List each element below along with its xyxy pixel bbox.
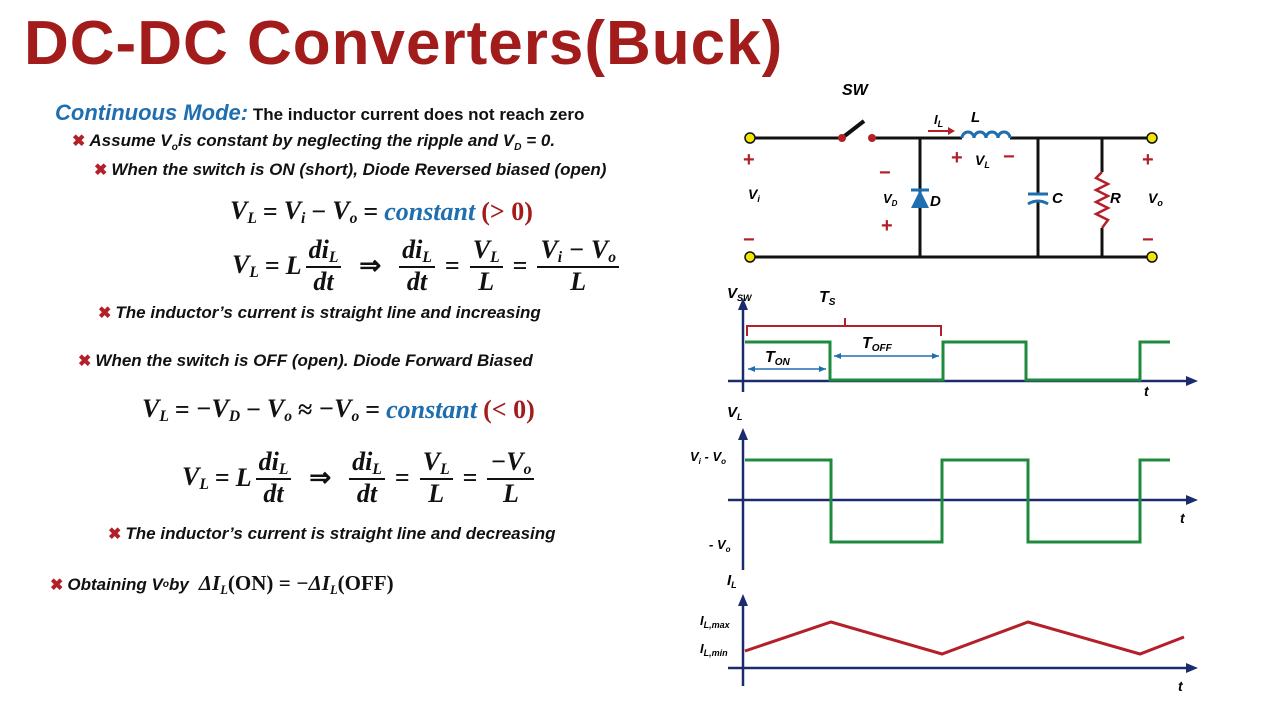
vo-label: Vo (1148, 190, 1163, 208)
vsw-waveform (728, 298, 1198, 392)
vi-label: Vi (748, 186, 760, 204)
vsw-trace (745, 340, 1170, 382)
cross-bullet-icon: ✖ (72, 133, 86, 150)
resistor-label: R (1110, 190, 1121, 207)
bullet-switch-off: ✖When the switch is OFF (open). Diode Fo… (78, 351, 533, 371)
bullet-increasing: ✖The inductor’s current is straight line… (98, 303, 541, 323)
capacitor-label: C (1052, 190, 1064, 207)
vl-plus: + (951, 147, 963, 169)
t-axis-label: t (1144, 383, 1150, 399)
vi-plus: + (743, 149, 755, 171)
vd-label: VD (883, 191, 898, 208)
inductor-icon (960, 130, 1012, 139)
bullet-text: When the switch is ON (short), Diode Rev… (111, 160, 607, 179)
buck-circuit (750, 119, 1152, 259)
constant-text: constant (386, 395, 478, 424)
vi-minus: − (743, 229, 755, 251)
vd-minus: − (879, 162, 891, 184)
mode-description: The inductor current does not reach zero (252, 105, 585, 124)
current-arrow-icon (948, 127, 955, 135)
sign-condition: (< 0) (483, 395, 535, 424)
mode-label: Continuous Mode: (55, 100, 249, 125)
sign-condition: (> 0) (481, 197, 533, 226)
t-axis-label: t (1180, 510, 1186, 526)
subscript: D (514, 142, 522, 153)
neg-vo-label: - Vo (709, 537, 731, 554)
bullet-text: = 0. (521, 131, 556, 150)
vl-waveform (728, 428, 1198, 570)
switch-contact (838, 134, 846, 142)
terminal-icon (744, 132, 756, 144)
constant-text: constant (384, 197, 476, 226)
il-axis-label: IL (727, 572, 737, 590)
bullet-switch-on: ✖When the switch is ON (short), Diode Re… (94, 160, 606, 180)
bullet-text: by (169, 574, 189, 594)
cross-bullet-icon: ✖ (94, 162, 108, 179)
vsw-label: VSW (727, 285, 753, 303)
ts-label: TS (819, 289, 836, 308)
diode-icon (911, 190, 929, 208)
diode-label: D (930, 193, 941, 210)
bullet-text: is constant by neglecting the ripple and… (177, 131, 515, 150)
terminal-icon (1146, 251, 1158, 263)
inductor-label: L (971, 109, 980, 126)
subscript: o (162, 579, 170, 590)
vi-minus-vo-label: Vi - Vo (690, 449, 726, 466)
vl-label: VL (975, 152, 990, 170)
bullet-text: Obtaining V (67, 574, 163, 594)
ton-label: TON (765, 349, 791, 368)
vl-trace (745, 458, 1170, 544)
il-label: IL (934, 112, 943, 129)
page-title: DC-DC Converters(Buck) (24, 9, 784, 78)
equation-vl-off: VL=−VD−Vo≈−Vo=constant(< 0) (142, 394, 535, 425)
bullet-text: The inductor’s current is straight line … (125, 524, 556, 543)
vl-axis-label: VL (727, 404, 743, 422)
switch-contact (868, 134, 876, 142)
ilmax-label: IL,max (700, 613, 731, 630)
resistor-icon (1093, 171, 1111, 229)
mode-line: Continuous Mode: The inductor current do… (55, 100, 584, 126)
equation-vl-on: VL=Vi−Vo=constant(> 0) (230, 196, 533, 227)
vo-plus: + (1142, 149, 1154, 171)
bullet-text: The inductor’s current is straight line … (115, 303, 541, 322)
switch-label: SW (842, 82, 870, 99)
vd-plus: + (881, 215, 893, 237)
terminal-icon (744, 251, 756, 263)
cross-bullet-icon: ✖ (108, 526, 122, 543)
t-axis-label: t (1178, 678, 1184, 694)
cross-bullet-icon: ✖ (50, 576, 64, 594)
il-waveform (728, 594, 1198, 686)
ilmin-label: IL,min (700, 641, 728, 658)
subscript: o (171, 142, 178, 153)
cross-bullet-icon: ✖ (78, 353, 92, 370)
cross-bullet-icon: ✖ (98, 305, 112, 322)
il-trace (744, 620, 1185, 656)
bullet-text: When the switch is OFF (open). Diode For… (95, 351, 533, 370)
bullet-text: Assume V (89, 131, 172, 150)
vl-minus: − (1003, 146, 1015, 168)
bullet-decreasing: ✖The inductor’s current is straight line… (108, 524, 556, 544)
bullet-assume: ✖Assume Vois constant by neglecting the … (72, 131, 555, 153)
delta-il-equation: ΔIL(ON) = −ΔIL(OFF) (198, 571, 394, 597)
vo-minus: − (1142, 229, 1154, 251)
terminal-icon (1146, 132, 1158, 144)
toff-label: TOFF (862, 335, 893, 354)
